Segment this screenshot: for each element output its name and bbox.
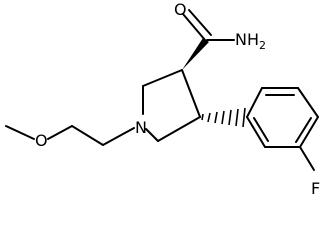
bond-c-f (299, 146, 315, 171)
chemical-structure-diagram: O NH2 N O F (5, 0, 320, 198)
hashed-bond-c4-aryl (201, 107, 246, 128)
double-bond-co-1 (182, 13, 206, 41)
atom-f: F (311, 179, 320, 198)
atom-o-carbonyl: O (174, 0, 187, 19)
double-bond-co-2 (188, 9, 212, 36)
bond-c2-c3 (142, 69, 183, 87)
fluorophenyl-ring (246, 87, 319, 171)
methoxyethyl-chain (5, 125, 135, 146)
atom-n-ring: N (135, 118, 147, 137)
atom-nh2-subscript: 2 (259, 39, 266, 52)
bond-c3-c4 (181, 69, 201, 118)
pyrrolidine-ring (142, 69, 201, 142)
bond-c4-c5 (157, 116, 201, 142)
atom-nh2: NH2 (235, 30, 266, 52)
carboxamide-group (182, 9, 235, 70)
wedge-bond-c3-carbonyl (182, 38, 209, 70)
atom-nh2-symbol: NH (235, 30, 259, 49)
atom-o-ether: O (35, 131, 48, 150)
bond-c5-n1 (145, 128, 159, 142)
